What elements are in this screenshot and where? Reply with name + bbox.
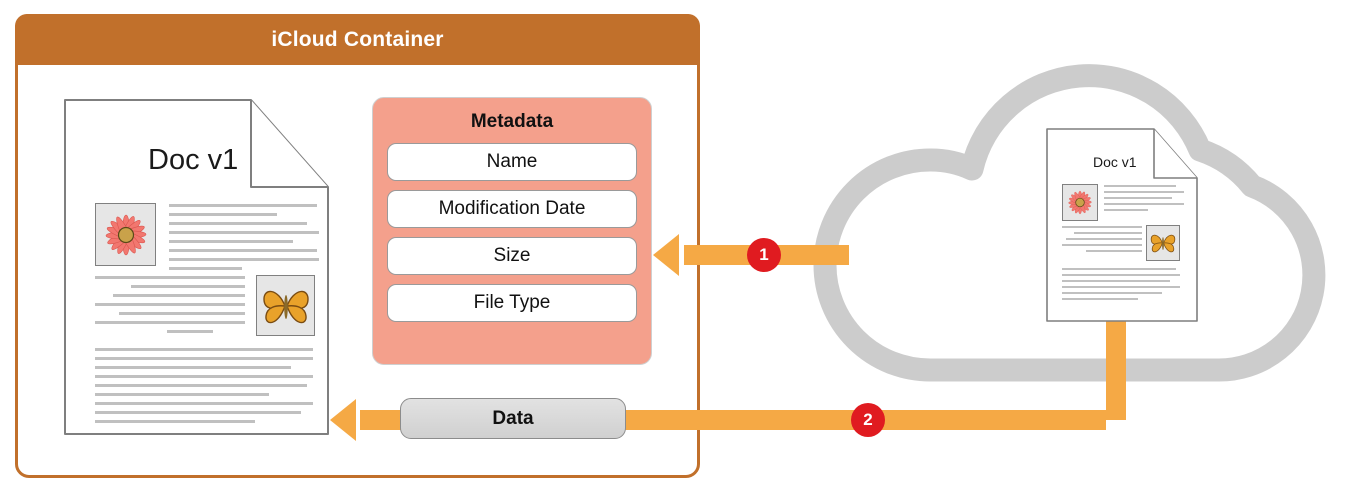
- text-line: [131, 285, 245, 288]
- text-line: [119, 312, 245, 315]
- cloud-document-title: Doc v1: [1093, 154, 1137, 170]
- text-line: [169, 213, 277, 216]
- butterfly-image: [1146, 225, 1180, 261]
- flow2-badge[interactable]: 2: [851, 403, 885, 437]
- text-line: [167, 330, 213, 333]
- local-document[interactable]: Doc v1: [64, 99, 329, 435]
- cloud-document[interactable]: Doc v1: [1046, 128, 1198, 322]
- data-pill-label: Data: [492, 407, 534, 429]
- text-line: [1062, 280, 1170, 282]
- text-line: [1104, 209, 1148, 211]
- text-line: [95, 393, 269, 396]
- text-line: [95, 375, 313, 378]
- cloud-document-page-shape: [1046, 128, 1198, 322]
- flow2-vertical-segment: [1106, 310, 1126, 420]
- metadata-item-modification-date[interactable]: Modification Date: [387, 190, 637, 228]
- text-line: [1062, 298, 1138, 300]
- flow2-arrowhead: [330, 399, 356, 441]
- text-line: [95, 276, 245, 279]
- text-line: [95, 411, 301, 414]
- flower-image: [95, 203, 156, 266]
- text-line: [1062, 292, 1162, 294]
- text-line: [169, 222, 307, 225]
- text-line: [95, 348, 313, 351]
- data-pill[interactable]: Data: [400, 398, 626, 439]
- text-line: [95, 402, 313, 405]
- flow2-badge-number: 2: [863, 410, 873, 429]
- flow1-arrowhead: [653, 234, 679, 276]
- text-line: [1066, 238, 1142, 240]
- text-line: [1104, 191, 1184, 193]
- text-line: [1074, 232, 1142, 234]
- text-line: [169, 231, 319, 234]
- text-line: [1062, 286, 1180, 288]
- text-line: [169, 204, 317, 207]
- text-line: [95, 303, 245, 306]
- text-line: [169, 267, 242, 270]
- metadata-panel-title: Metadata: [470, 111, 554, 132]
- metadata-panel: Metadata Name Modification Date Size Fil…: [372, 97, 652, 365]
- text-line: [95, 384, 307, 387]
- text-line: [169, 249, 317, 252]
- flow1-badge[interactable]: 1: [747, 238, 781, 272]
- text-line: [113, 294, 245, 297]
- text-line: [95, 321, 245, 324]
- text-line: [95, 357, 313, 360]
- text-line: [1104, 185, 1176, 187]
- flow1-badge-number: 1: [759, 245, 769, 264]
- text-line: [95, 420, 255, 423]
- text-line: [1104, 197, 1172, 199]
- metadata-item-size[interactable]: Size: [387, 237, 637, 275]
- butterfly-image: [256, 275, 315, 336]
- text-line: [1062, 226, 1142, 228]
- text-line: [1062, 244, 1142, 246]
- text-line: [169, 240, 293, 243]
- text-line: [1086, 250, 1142, 252]
- text-line: [95, 366, 291, 369]
- text-line: [1062, 274, 1180, 276]
- local-document-title: Doc v1: [148, 144, 239, 176]
- text-line: [1062, 268, 1176, 270]
- metadata-item-name[interactable]: Name: [387, 143, 637, 181]
- metadata-item-file-type[interactable]: File Type: [387, 284, 637, 322]
- text-line: [169, 258, 319, 261]
- text-line: [1104, 203, 1184, 205]
- icloud-container-header: iCloud Container: [15, 14, 700, 65]
- icloud-container-title: iCloud Container: [271, 27, 444, 51]
- flower-image: [1062, 184, 1098, 221]
